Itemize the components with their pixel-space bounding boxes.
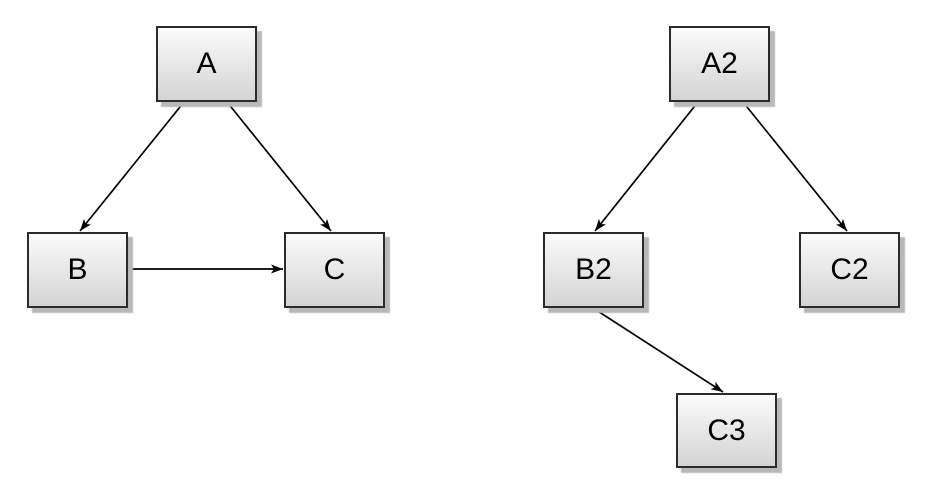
edge-a-c	[226, 101, 332, 232]
node-label: B	[67, 253, 88, 286]
node-label: C3	[707, 413, 746, 447]
edge-a-b	[79, 101, 185, 232]
node-b[interactable]: B	[27, 232, 128, 308]
node-label: B2	[575, 253, 612, 286]
edge-b2-c3	[592, 307, 724, 393]
node-c2[interactable]: C2	[799, 232, 900, 308]
node-label: C	[323, 253, 346, 286]
edges-group	[79, 101, 848, 393]
node-label: A	[196, 47, 217, 80]
edge-a2-b2	[594, 101, 699, 232]
node-a[interactable]: A	[156, 26, 257, 102]
node-label: C2	[830, 253, 869, 286]
node-b2[interactable]: B2	[543, 232, 644, 308]
node-label: A2	[701, 47, 738, 80]
node-c3[interactable]: C3	[676, 393, 777, 468]
edge-a2-c2	[742, 101, 848, 232]
node-a2[interactable]: A2	[669, 26, 770, 102]
node-c[interactable]: C	[284, 232, 385, 308]
